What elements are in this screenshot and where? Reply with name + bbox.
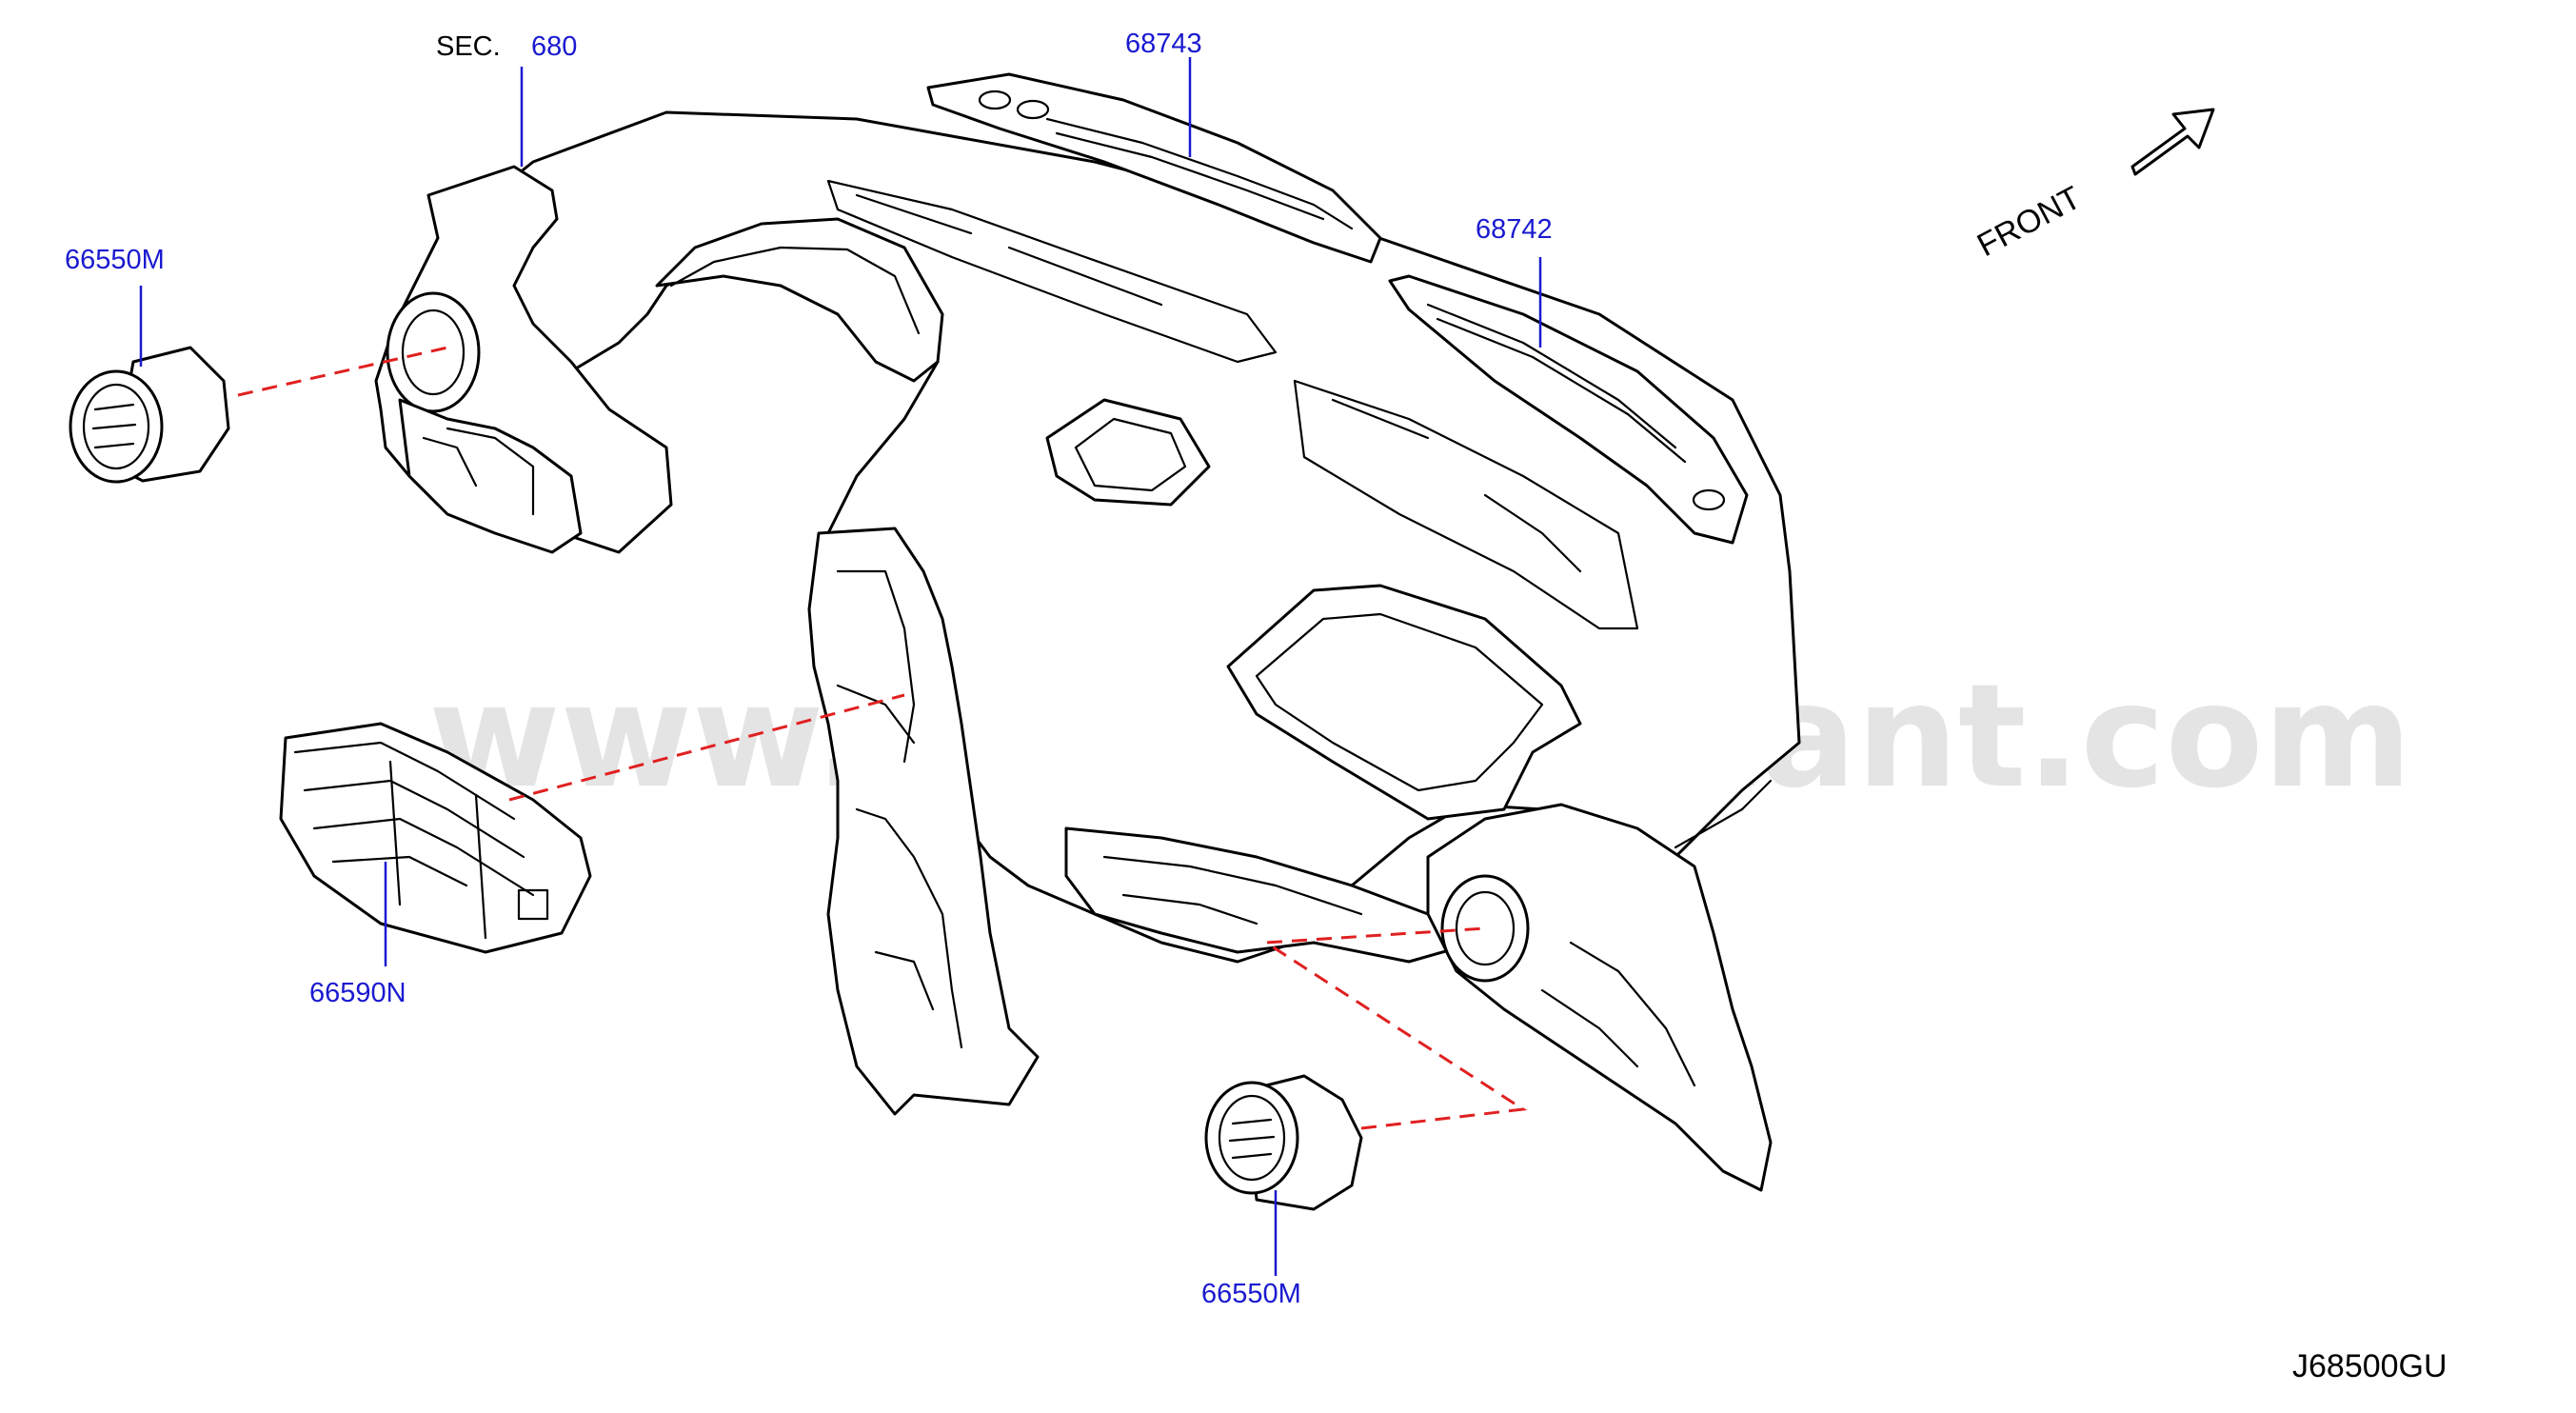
- drawing-code: J68500GU: [2292, 1348, 2447, 1384]
- leader-lines: [139, 57, 1542, 1276]
- center-vent: [279, 722, 592, 954]
- right-vent-opening: [1440, 874, 1530, 983]
- defroster-grille-side: [1388, 274, 1749, 545]
- front-arrow: FRONT: [1972, 108, 2215, 265]
- callout-68743: 68743: [1125, 29, 1202, 59]
- callout-66550m-right: 66550M: [1201, 1279, 1301, 1309]
- instrument-panel: [374, 110, 1801, 1192]
- side-vent-left: [69, 346, 230, 484]
- callout-66590n: 66590N: [309, 978, 406, 1008]
- section-ref-prefix: SEC.: [436, 31, 501, 62]
- callout-66550m-left: 66550M: [65, 245, 165, 275]
- front-label: FRONT: [1972, 180, 2087, 265]
- side-vent-right: [1204, 1074, 1363, 1211]
- callout-68742: 68742: [1476, 214, 1553, 245]
- section-ref-number: 680: [531, 31, 577, 62]
- assembly-lines: [237, 346, 1528, 1130]
- defroster-grille-center: [926, 72, 1382, 264]
